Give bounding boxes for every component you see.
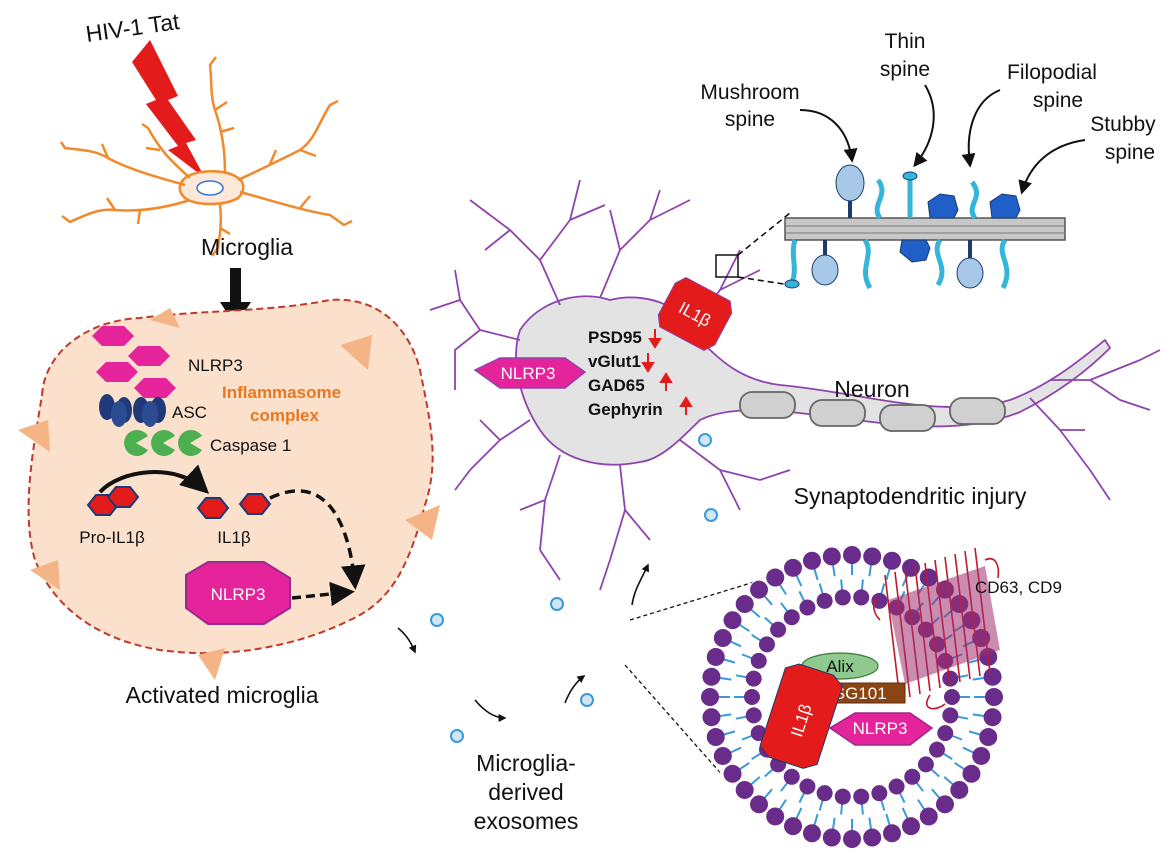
thin-arrow (913, 84, 935, 168)
thin-label-line2: spine (880, 58, 930, 81)
neuron-cell (429, 179, 1161, 591)
down-arrow-marker-icon (641, 353, 655, 373)
nlrp3-cell-label: NLRP3 (211, 585, 266, 604)
psd95-label: PSD95 (588, 328, 642, 347)
activated-microglia-cell (18, 298, 440, 680)
activated-microglia-label: Activated microglia (125, 682, 318, 708)
zoom-box (715, 254, 739, 278)
nlrp3-top-label: NLRP3 (188, 356, 243, 375)
synaptodendritic-label: Synaptodendritic injury (794, 483, 1027, 509)
lightning-bolt-icon (132, 40, 205, 178)
neuron-label: Neuron (834, 376, 909, 402)
inflammasome-label-line1: Inflammasome (222, 383, 341, 402)
cleavage-arrow (98, 464, 210, 494)
nlrp3-cluster-icon (92, 326, 176, 398)
il1b-cell-icon (196, 493, 272, 519)
zoom-line (624, 664, 741, 796)
gephyrin-label: Gephyrin (588, 400, 663, 419)
stubby-label-line2: spine (1105, 141, 1155, 164)
vglut1-label: vGlut1 (588, 352, 641, 371)
mushroom-arrow (799, 109, 858, 163)
small-vesicles (430, 433, 718, 743)
up-arrow-marker-icon (659, 372, 673, 391)
microglia-label: Microglia (201, 234, 293, 260)
stubby-label-line1: Stubby (1090, 113, 1156, 136)
alix-label: Alix (826, 657, 854, 676)
pro-il1b-icon (86, 486, 140, 516)
mushroom-label-line1: Mushroom (700, 81, 799, 104)
gad65-label: GAD65 (588, 376, 645, 395)
cd63-cd9-label: CD63, CD9 (975, 578, 1062, 597)
up-arrow-marker-icon (679, 396, 693, 415)
asc-label: ASC (172, 403, 207, 422)
asc-cluster-icon (99, 394, 166, 427)
filopodial-label-line2: spine (1033, 89, 1083, 112)
filopodial-arrow (961, 89, 1001, 168)
il1b-exosome-icon (759, 663, 843, 769)
exosomes-label-line2: derived (488, 779, 563, 805)
pro-il1b-label: Pro-IL1β (79, 528, 145, 547)
zoom-line (737, 212, 791, 256)
resting-microglia (59, 56, 353, 257)
caspase1-cluster-icon (124, 430, 202, 457)
tetraspanin-band (888, 566, 1000, 684)
exosomes-label-line1: Microglia- (476, 750, 576, 776)
il1b-cell-label: IL1β (217, 528, 251, 547)
il1b-neuron-icon (657, 276, 733, 352)
stubby-arrow (1018, 139, 1086, 195)
nlrp3-exosome-icon (828, 712, 934, 746)
zoom-line (737, 276, 791, 286)
nlrp3-cell-icon (185, 561, 291, 625)
dendrite-shaft (784, 217, 1066, 241)
nlrp3-to-exosome-arrow (291, 581, 355, 607)
thin-label-line1: Thin (885, 30, 926, 53)
hiv-tat-label: HIV-1 Tat (84, 8, 181, 47)
nlrp3-neuron-icon (473, 357, 587, 389)
dendritic-spines (784, 164, 1021, 290)
mushroom-label-line2: spine (725, 108, 775, 131)
nlrp3-neuron-label: NLRP3 (501, 364, 556, 383)
filopodial-label-line1: Filopodial (1007, 61, 1097, 84)
caspase1-label: Caspase 1 (210, 436, 291, 455)
nlrp3-exosome-label: NLRP3 (853, 719, 908, 738)
inflammasome-label-line2: complex (250, 406, 320, 425)
il1b-to-exosome-arrow (269, 489, 366, 590)
exosomes-label-line3: exosomes (474, 808, 579, 834)
down-arrow-marker-icon (648, 329, 662, 349)
exosome-path-arrows (397, 563, 649, 722)
